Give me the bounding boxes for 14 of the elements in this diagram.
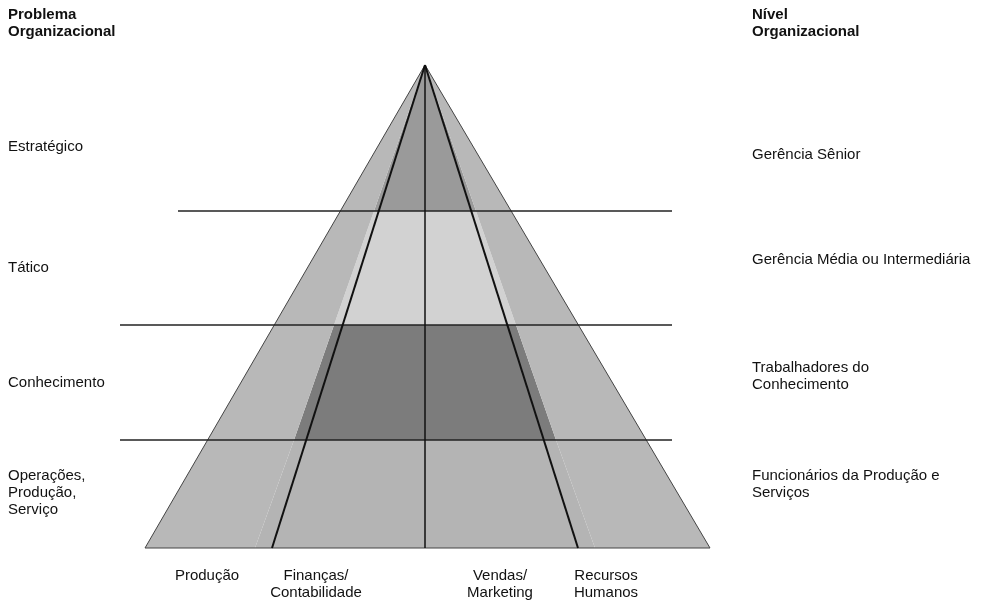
level-label: Funcionários da Produção e Serviços (752, 466, 941, 500)
column-heading: Problema Organizacional (8, 5, 117, 39)
level-label: Gerência Sênior (752, 145, 862, 162)
function-label: Produção (173, 566, 241, 583)
function-label: Recursos Humanos (572, 566, 640, 600)
level-label: Trabalhadores do Conhecimento (752, 358, 871, 392)
level-label: Conhecimento (8, 373, 106, 390)
level-label: Tático (8, 258, 50, 275)
function-label: Vendas/ Marketing (466, 566, 534, 600)
level-label: Estratégico (8, 137, 85, 154)
level-label: Gerência Média ou Intermediária (752, 250, 972, 267)
column-heading: Nível Organizacional (752, 5, 861, 39)
function-label: Finanças/ Contabilidade (269, 566, 363, 600)
level-label: Operações, Produção, Serviço (8, 466, 87, 517)
